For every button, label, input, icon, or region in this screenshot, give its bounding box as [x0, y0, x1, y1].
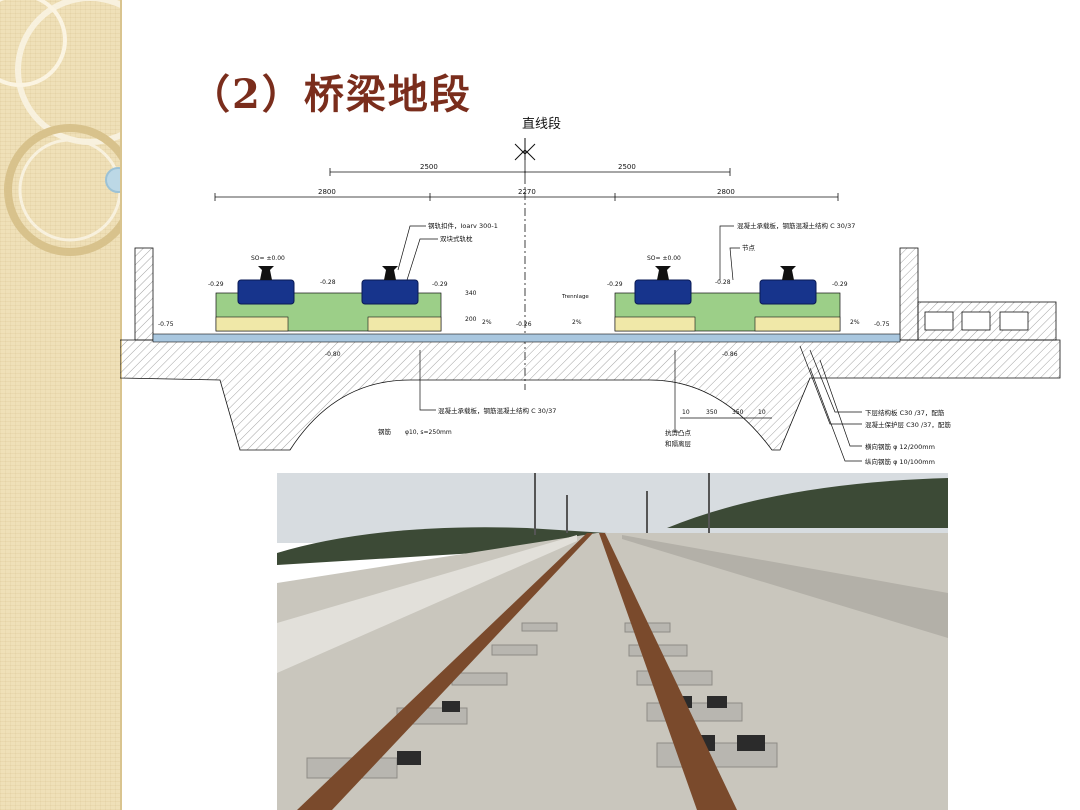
track-photo	[277, 473, 948, 810]
annotation-lower-base: 下层结构板 C30 /37，配筋	[865, 408, 945, 417]
dim-top-right: 2500	[618, 163, 636, 171]
photo-fasteners	[397, 696, 765, 765]
bridge-cross-section-drawing: 直线段 2500 2500 2800 2270 2800 钢轨扣件，Ioarv …	[120, 117, 1061, 466]
annotation-rebar: 钢筋	[378, 427, 392, 436]
track-slab-left	[215, 266, 442, 332]
photo-rail-left	[297, 533, 593, 810]
photo-hill-right	[667, 478, 948, 528]
label-trennlage: Trennlage	[561, 294, 589, 300]
photo-hill-left	[277, 527, 607, 565]
lower-leaders	[419, 345, 862, 462]
parapet-left	[134, 247, 154, 341]
photo-rail-right	[599, 533, 737, 810]
diagram-heading: 直线段	[522, 117, 561, 132]
level-right-mid: -0.28	[715, 279, 731, 286]
annotation-transverse-bar: 横向钢筋 φ 12/200mm	[865, 442, 935, 451]
photo-slab	[277, 533, 948, 810]
level-edge-right: -0.75	[874, 321, 890, 328]
photo-wall-left	[277, 535, 577, 673]
level-rail-right: SO= ±0.00	[647, 255, 681, 262]
dim-w350-right: 350	[732, 409, 744, 416]
annotation-protect-layer: 混凝土保护层 C30 /37，配筋	[865, 420, 951, 429]
level-left-inner: -0.29	[432, 281, 448, 288]
dim-h340: 340	[465, 290, 477, 297]
centerline-symbol	[514, 138, 536, 161]
level-left-outer: -0.29	[208, 281, 224, 288]
slope-left: 2%	[482, 319, 492, 326]
slope-edge: 2%	[850, 319, 860, 326]
dim-w10-right: 10	[758, 409, 766, 416]
annotation-longitudinal-bar: 纵向钢筋 φ 10/100mm	[865, 457, 935, 466]
level-edge-left: -0.75	[158, 321, 174, 328]
dim-second-right: 2800	[717, 188, 735, 196]
level-center: -0.26	[516, 321, 532, 328]
dim-second-center: 2270	[518, 188, 536, 196]
dim-w10-left: 10	[682, 409, 690, 416]
bridge-girder	[120, 339, 1061, 451]
decorative-rings	[0, 0, 120, 256]
level-right-outer: -0.29	[832, 281, 848, 288]
protective-layer	[152, 333, 901, 343]
dim-top-left: 2500	[420, 163, 438, 171]
annotation-shear-groove: 抗剪凸点	[665, 428, 692, 437]
annotation-isolation: 和隔离层	[665, 439, 692, 448]
dim-w350-left: 350	[706, 409, 718, 416]
annotation-node: 节点	[742, 244, 756, 252]
photo-catenary-poles	[534, 473, 710, 535]
level-rail-left: SO= ±0.00	[251, 255, 285, 262]
dim-h200: 200	[465, 316, 477, 323]
cable-trough-right	[917, 301, 1057, 341]
parapet-right	[899, 247, 919, 341]
annotation-support-plate: 混凝土承载板，钢筋混凝土结构 C 30/37	[438, 406, 556, 415]
level-left-mid: -0.28	[320, 279, 336, 286]
level-right-inner: -0.29	[607, 281, 623, 288]
annotation-sleeper: 双块式轨枕	[440, 234, 473, 243]
annotation-base-plate: 混凝土承载板，钢筋混凝土结构 C 30/37	[737, 221, 855, 230]
dim-second-left: 2800	[318, 188, 336, 196]
track-slab-right	[614, 266, 841, 332]
slide-title: （2）桥梁地段	[190, 71, 472, 118]
photo-track-right	[622, 535, 948, 638]
slope-right: 2%	[572, 319, 582, 326]
level-right-low: -0.86	[722, 351, 738, 358]
annotation-rebar-spec: φ10, s=250mm	[405, 429, 452, 436]
annotation-fastener: 钢轨扣件，Ioarv 300-1	[428, 221, 498, 230]
annotation-leaders	[397, 225, 740, 281]
decorative-side-panel	[0, 0, 122, 810]
level-left-low: -0.80	[325, 351, 341, 358]
dimension-lines	[214, 160, 839, 390]
